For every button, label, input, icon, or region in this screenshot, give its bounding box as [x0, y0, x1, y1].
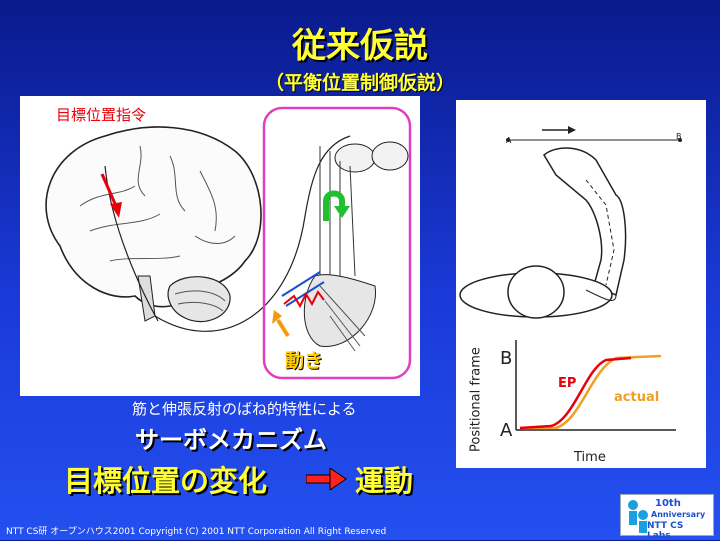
spring-property-label: 筋と伸張反射のばね的特性による [132, 400, 357, 418]
right-arrow-icon [306, 468, 347, 490]
badge-line1: 10th [655, 498, 681, 509]
badge-line2: Anniversary [651, 510, 706, 519]
slide-subtitle: （平衡位置制御仮説） [264, 72, 455, 94]
actual-label: actual [614, 390, 660, 405]
arm-graph-panel: A B Positional frame B A Time EP actual [456, 100, 706, 468]
point-a-label: A [506, 136, 512, 145]
tick-a-label: A [500, 420, 513, 441]
y-axis-label: Positional frame [468, 347, 484, 452]
ep-label: EP [558, 376, 577, 391]
copyright-footer: NTT CS研 オープンハウス2001 Copyright (C) 2001 N… [6, 527, 387, 537]
slide-title: 従来仮説 [292, 26, 428, 66]
target-change-text: 目標位置の変化 [64, 464, 268, 498]
x-axis-label: Time [574, 450, 606, 465]
anniversary-logo: 10th Anniversary NTT CS Labs. [620, 494, 714, 541]
movement-label: 動き [285, 350, 324, 372]
point-b-label: B [676, 132, 682, 141]
brain-illustration-panel: 目標位置指令 [20, 96, 420, 396]
target-position-command-label: 目標位置指令 [56, 106, 147, 124]
brain-diagram [45, 106, 412, 380]
tick-b-label: B [500, 348, 513, 369]
movement-text: 運動 [355, 464, 414, 498]
badge-line3: NTT CS Labs. [647, 521, 684, 541]
logo-figures-icon [628, 500, 648, 533]
servo-mechanism-label: サーボメカニズム [135, 426, 327, 454]
arm-diagram [459, 126, 682, 431]
